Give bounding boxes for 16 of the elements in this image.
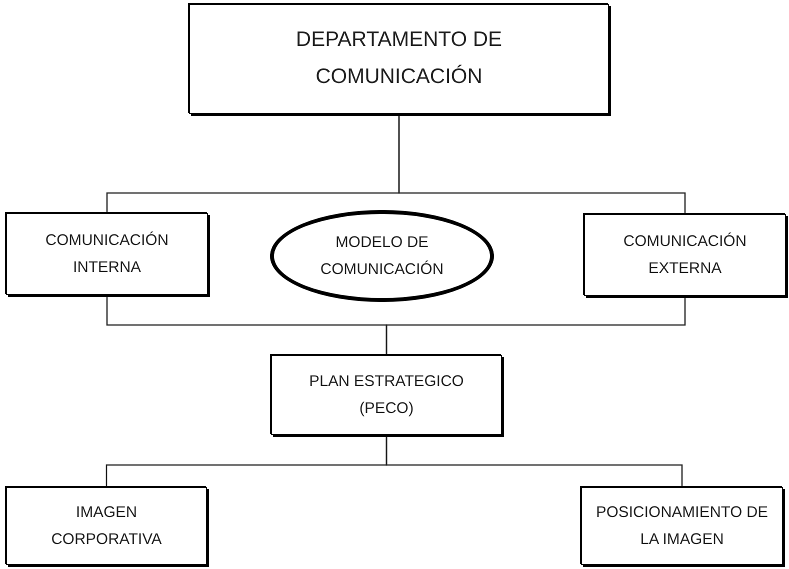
node-label: DEPARTAMENTO DE COMUNICACIÓN (294, 27, 504, 90)
process-box (271, 355, 502, 435)
process-box (584, 214, 786, 296)
process-box (6, 213, 208, 295)
connector-line (398, 114, 686, 214)
node-label: PLAN ESTRATEGICO (PECO) (308, 372, 465, 419)
connector-line (386, 435, 683, 487)
node-label: IMAGEN CORPORATIVA (50, 502, 163, 550)
process-box (581, 487, 783, 565)
node-label: POSICIONAMIENTO DE LA IMAGEN (596, 502, 768, 550)
node-label: COMUNICACIÓN EXTERNA (622, 232, 748, 279)
node-label: COMUNICACIÓN INTERNA (44, 230, 170, 278)
node-label: MODELO DE COMUNICACIÓN (319, 232, 445, 280)
process-box (189, 4, 609, 114)
process-box (6, 487, 207, 565)
connector-line (386, 296, 686, 355)
